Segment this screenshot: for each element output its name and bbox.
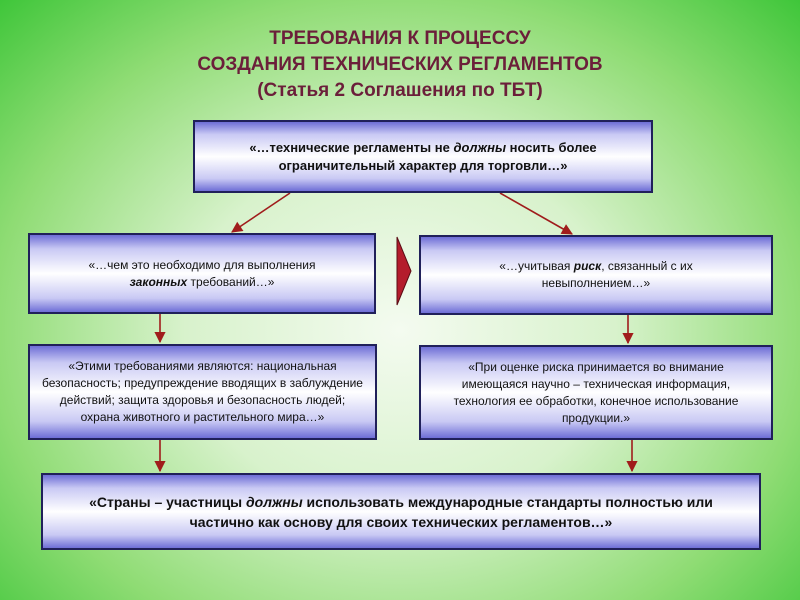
top-box-text-start: «…технические регламенты не [249, 139, 454, 155]
left-box-text-start: «…чем это необходимо для выполнения [88, 257, 316, 272]
bottom-box-emphasis: должны [246, 493, 303, 510]
left-detail-text: «Этими требованиями являются: национальн… [42, 359, 363, 424]
bottom-box-text-start: «Страны – участницы [89, 493, 247, 510]
left-quote-box: «…чем это необходимо для выполнения зако… [28, 233, 376, 314]
right-quote-box: «…учитывая риск, связанный с их невыполн… [419, 235, 773, 315]
left-box-text-end: требований…» [187, 274, 275, 289]
title-line-3: (Статья 2 Соглашения по ТБТ) [257, 80, 543, 101]
left-detail-box: «Этими требованиями являются: национальн… [28, 344, 377, 440]
right-box-emphasis: риск [573, 259, 602, 273]
chevron-right-icon [396, 236, 412, 306]
title-line-1: ТРЕБОВАНИЯ К ПРОЦЕССУ [269, 28, 531, 49]
right-box-text-end: , связанный с их невыполнением…» [541, 259, 693, 290]
right-detail-box: «При оценке риска принимается во внимани… [419, 345, 773, 440]
right-detail-text: «При оценке риска принимается во внимани… [453, 359, 739, 425]
right-box-text-start: «…учитывая [499, 259, 574, 273]
bottom-box-text-end: использовать международные стандарты пол… [189, 493, 713, 530]
top-quote-box: «…технические регламенты не должны носит… [193, 120, 653, 193]
top-box-text-end: носить более ограничительный характер дл… [278, 139, 597, 173]
title-line-2: СОЗДАНИЯ ТЕХНИЧЕСКИХ РЕГЛАМЕНТОВ [197, 54, 603, 75]
arrow-top-to-right [499, 192, 573, 235]
bottom-quote-box: «Страны – участницы должны использовать … [41, 473, 761, 550]
left-box-emphasis: законных [129, 274, 188, 289]
top-box-emphasis: должны [453, 139, 507, 155]
arrow-top-to-left [231, 192, 291, 233]
